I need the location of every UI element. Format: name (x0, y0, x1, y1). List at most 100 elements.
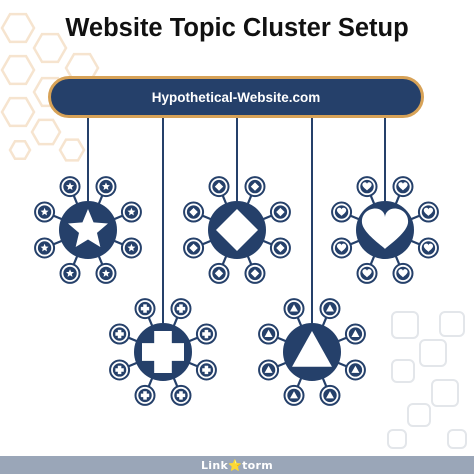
subtopic-node (356, 262, 378, 284)
star-icon (66, 269, 75, 277)
plus-icon (202, 329, 211, 339)
subtopic-node (244, 262, 266, 284)
decor-hexagon (32, 32, 68, 64)
star-icon (68, 209, 108, 247)
decor-square (431, 379, 459, 407)
topic-cluster (331, 176, 439, 284)
heart-icon (336, 207, 347, 216)
subtopic-node (269, 201, 291, 223)
plus-icon (140, 391, 150, 400)
decor-square (391, 359, 415, 383)
decor-square (387, 429, 407, 449)
subtopic-node (344, 359, 366, 381)
plus-icon (142, 331, 184, 373)
subtopic-node (34, 201, 56, 223)
subtopic-node (417, 201, 439, 223)
subtopic-node (392, 262, 414, 284)
decor-hexagon (30, 118, 62, 146)
connector-lines (87, 118, 386, 323)
pillar-node (134, 323, 192, 381)
triangle-icon (292, 331, 332, 367)
website-bar: Hypothetical-Website.com (48, 76, 424, 118)
heart-icon (362, 269, 372, 278)
triangle-icon (264, 365, 273, 373)
decor-hexagon (0, 96, 36, 128)
subtopic-node (258, 359, 280, 381)
star-icon (101, 269, 110, 277)
star-icon (127, 207, 136, 216)
subtopic-node (195, 359, 217, 381)
subtopic-node (170, 298, 192, 320)
diamond-icon (214, 182, 224, 191)
subtopic-node (120, 237, 142, 259)
diamond-icon (250, 182, 260, 191)
heart-icon (336, 243, 347, 252)
pillar-node (59, 201, 117, 259)
decor-hexagon (58, 138, 86, 162)
decor-square (407, 403, 431, 427)
subtopic-node (109, 359, 131, 381)
heart-icon (398, 269, 408, 278)
subtopic-node (331, 201, 353, 223)
diamond-icon (276, 207, 285, 217)
subtopic-node (208, 262, 230, 284)
star-icon (40, 243, 49, 252)
subtopic-node (244, 176, 266, 198)
star-icon (40, 207, 49, 216)
subtopic-node (183, 237, 205, 259)
decor-hexagon (0, 54, 36, 86)
triangle-icon (326, 391, 334, 399)
plus-icon (202, 365, 211, 375)
subtopic-node (258, 323, 280, 345)
subtopic-node (283, 384, 305, 406)
diamond-icon (189, 243, 198, 253)
triangle-icon (290, 304, 298, 312)
triangle-icon (326, 304, 334, 312)
subtopic-node (95, 176, 117, 198)
subtopic-node (95, 262, 117, 284)
subtopic-node (109, 323, 131, 345)
triangle-icon (290, 391, 298, 399)
decor-hexagon (8, 140, 32, 160)
topic-clusters (34, 176, 439, 406)
decor-square (419, 339, 447, 367)
triangle-icon (351, 329, 360, 337)
heart-icon (361, 208, 409, 249)
star-icon (127, 243, 136, 252)
decor-square (447, 429, 467, 449)
heart-icon (423, 207, 434, 216)
subtopic-node (344, 323, 366, 345)
pillar-node (208, 201, 266, 259)
topic-cluster (258, 298, 366, 406)
plus-icon (115, 329, 124, 339)
subtopic-node (392, 176, 414, 198)
subtopic-node (319, 384, 341, 406)
subtopic-node (283, 298, 305, 320)
subtopic-node (134, 384, 156, 406)
subtopic-node (319, 298, 341, 320)
diamond-icon (276, 243, 285, 253)
decor-square (439, 311, 465, 337)
decor-hexagon (0, 12, 36, 44)
star-icon (101, 182, 110, 190)
subtopic-node (331, 237, 353, 259)
subtopic-node (134, 298, 156, 320)
subtopic-node (417, 237, 439, 259)
heart-icon (398, 182, 408, 191)
plus-icon (176, 304, 186, 313)
plus-icon (115, 365, 124, 375)
subtopic-node (120, 201, 142, 223)
diamond-icon (250, 269, 260, 278)
subtopic-node (195, 323, 217, 345)
diamond-icon (189, 207, 198, 217)
footer-brand: Link⭐torm (200, 458, 274, 472)
diamond-icon (214, 269, 224, 278)
topic-cluster (183, 176, 291, 284)
website-domain: Hypothetical-Website.com (151, 89, 321, 105)
heart-icon (362, 182, 372, 191)
plus-icon (176, 391, 186, 400)
topic-cluster (109, 298, 217, 406)
subtopic-node (183, 201, 205, 223)
pillar-node (283, 323, 341, 381)
